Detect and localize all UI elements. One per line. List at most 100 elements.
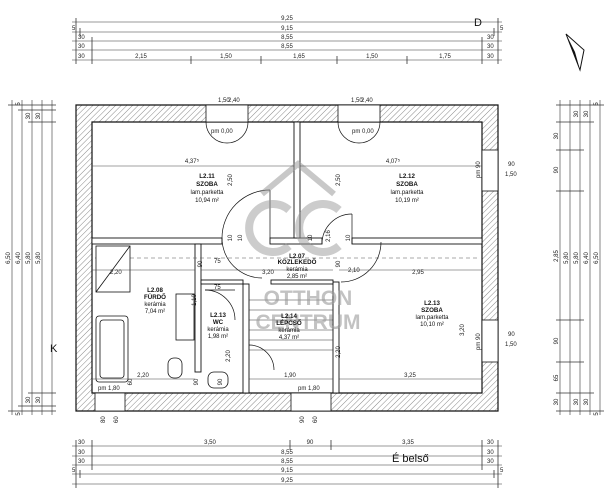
- room-area: 1,98 m²: [208, 334, 228, 340]
- top-dim-r3-a: 30: [78, 35, 85, 41]
- left-dim-small-2: 30: [36, 112, 42, 119]
- left-dimension-chains: [8, 100, 56, 415]
- window-label-3: pm 90: [476, 161, 482, 178]
- room-label-l208: L2.08 FÜRDŐ kerámia 7,04 m²: [144, 287, 166, 315]
- top-dim-r5-c: 1,50: [220, 54, 232, 60]
- left-dimension-labels: 6,50 6,40 5,80 5,80 30 30 30 30 5 5 K: [6, 102, 58, 416]
- bot-dim-r1-e: 30: [487, 440, 494, 446]
- int-dim-22: 75: [214, 285, 221, 291]
- top-dim-r3-c: 30: [487, 35, 494, 41]
- bot-dim-r2-a: 30: [78, 450, 85, 456]
- top-dimension-chains: [72, 18, 502, 64]
- room-label-l214: L2.14 LÉPCSŐ kerámia 4,37 m²: [276, 313, 302, 341]
- window-side-1: 2,40: [228, 98, 240, 104]
- watermark-logo: OTTHON CENTRUM: [245, 160, 361, 334]
- bottom-dimension-labels: 30 3,50 90 3,35 30 30 8,55 30 É belső 30…: [72, 440, 504, 484]
- bot-dim-r4-c: 5: [500, 468, 504, 474]
- room-id: L2.07: [289, 253, 305, 260]
- bottom-dimension-chains: [72, 440, 502, 488]
- int-dim-1: 4,07⁵: [386, 158, 401, 165]
- room-id: L2.13: [210, 312, 226, 319]
- top-dim-r3-b: 8,55: [281, 35, 293, 41]
- bot-dim-r2-c: 30: [487, 450, 494, 456]
- right-dim-small-3: 30: [574, 398, 580, 405]
- room-area: 4,37 m²: [279, 335, 299, 341]
- window-h-4: 1,50: [505, 342, 517, 348]
- int-dim-11: 2,20: [226, 350, 232, 362]
- door-swings: [204, 121, 382, 371]
- left-dim-small-3: 30: [26, 396, 32, 403]
- window-label-4: pm 90: [476, 333, 482, 350]
- orientation-mark-k: K: [50, 343, 58, 355]
- right-dim-fourth: 5,80: [564, 252, 570, 264]
- window-w-6: 90: [300, 416, 306, 423]
- left-dim-small-5: 5: [16, 412, 22, 416]
- room-name: SZOBA: [396, 181, 418, 188]
- room-area: 2,85 m²: [287, 274, 307, 280]
- right-dim-third: 5,80: [574, 252, 580, 264]
- window-label-2: pm 0,00: [352, 129, 374, 135]
- int-dim-20: 90: [336, 260, 342, 267]
- top-dim-r2-b: 9,15: [281, 26, 293, 32]
- bot-dim-r3-b: 8,55: [281, 459, 293, 465]
- bot-dim-r4-b: 9,15: [281, 468, 293, 474]
- window-h-6: 60: [313, 416, 319, 423]
- interior-dimension-labels: 4,37⁵ 4,07⁵ 2,50 2,50 2,20 3,20 2,95 2,2…: [110, 158, 466, 385]
- bot-dim-r1-d: 3,35: [402, 440, 414, 446]
- watermark-line2: CENTRUM: [256, 311, 361, 334]
- int-dim-0: 4,37⁵: [185, 158, 200, 165]
- room-area: 10,94 m²: [195, 198, 219, 204]
- room-floor: kerámia: [278, 328, 300, 334]
- bot-dim-r1-b: 3,50: [204, 440, 216, 446]
- left-dim-small-4: 30: [36, 396, 42, 403]
- top-dim-r2-c: 5: [500, 26, 504, 32]
- right-dim-small-4: 30: [584, 398, 590, 405]
- int-dim-19: 90: [198, 260, 204, 267]
- int-dim-9: 3,25: [404, 373, 416, 379]
- room-label-l212: L2.12 SZOBA lam.parketta 10,19 m²: [390, 173, 424, 204]
- window-w-3: 90: [508, 162, 515, 168]
- int-dim-8: 1,90: [284, 373, 296, 379]
- toilet-wc: [207, 371, 229, 389]
- room-id: L2.14: [281, 313, 297, 320]
- room-name: LÉPCSŐ: [276, 319, 302, 327]
- window-labels: pm 0,00 pm 0,00 1,50 2,40 1,50 2,40 pm 9…: [98, 98, 517, 423]
- room-label-l213-wc: L2.13 WC kerámia 1,98 m²: [207, 312, 229, 340]
- int-dim-23: 90: [194, 378, 200, 385]
- int-dim-12: 2,20: [336, 346, 342, 358]
- window-w-5: 80: [101, 416, 107, 423]
- left-dim-second: 6,40: [16, 252, 22, 264]
- right-dim-inner-0: 30: [554, 132, 560, 139]
- int-dim-15: 10: [228, 234, 234, 241]
- int-dim-2: 2,50: [228, 174, 234, 186]
- room-floor: lam.parketta: [390, 190, 424, 196]
- washbasin-unit: [175, 293, 195, 341]
- room-area: 10,10 m²: [420, 322, 444, 328]
- bathroom-fixtures: [95, 245, 229, 389]
- int-dim-14: 2,10: [348, 268, 360, 274]
- int-dim-5: 3,20: [262, 270, 274, 276]
- int-dim-13: 2,16: [326, 230, 332, 242]
- left-dim-outer: 6,50: [6, 252, 12, 264]
- int-dim-10: 3,20: [460, 324, 466, 336]
- right-dim-small-5: 5: [594, 412, 600, 416]
- room-id: L2.13: [424, 300, 440, 307]
- top-dim-r5-a: 30: [78, 54, 85, 60]
- left-dim-fourth: 5,80: [36, 252, 42, 264]
- north-arrow-icon: [565, 33, 585, 72]
- top-dim-r5-b: 2,15: [135, 54, 147, 60]
- top-dim-r5-g: 30: [487, 54, 494, 60]
- int-dim-6: 2,95: [412, 270, 424, 276]
- int-dim-18: 10: [346, 234, 352, 241]
- window-label-5: pm 1,80: [98, 386, 120, 392]
- top-dim-r5-d: 1,65: [293, 54, 305, 60]
- window-h-5: 60: [114, 416, 120, 423]
- room-floor: kerámia: [207, 327, 229, 333]
- room-id: L2.11: [199, 173, 215, 180]
- right-dim-outer: 6,50: [594, 252, 600, 264]
- orientation-mark-e: É belső: [392, 452, 429, 465]
- int-dim-7: 2,20: [137, 373, 149, 379]
- int-dim-26: 1,10: [192, 294, 198, 306]
- top-dim-r5-e: 1,50: [366, 54, 378, 60]
